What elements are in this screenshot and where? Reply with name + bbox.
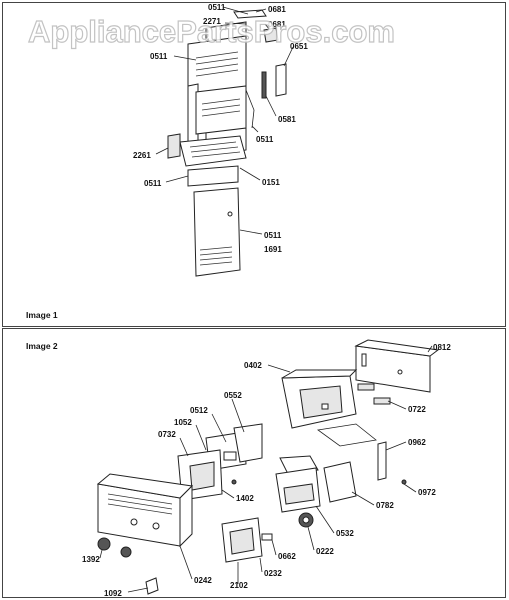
label-0402: 0402 <box>244 361 262 370</box>
image2-title: Image 2 <box>26 341 58 351</box>
image1-drawing <box>155 6 294 277</box>
label-0242: 0242 <box>194 576 212 585</box>
label-0962: 0962 <box>408 438 426 447</box>
label-1052: 1052 <box>174 418 192 427</box>
label-1092: 1092 <box>104 589 122 598</box>
label-0651: 0651 <box>290 42 308 51</box>
label-0232: 0232 <box>264 569 282 578</box>
label-0812: 0812 <box>433 343 451 352</box>
label-0511-d: 0511 <box>264 231 282 240</box>
watermark: AppliancePartsPros.com <box>28 14 395 49</box>
label-1392: 1392 <box>82 555 100 564</box>
label-0511-c: 0511 <box>144 179 162 188</box>
label-0681: 0681 <box>268 5 286 14</box>
image1-panel <box>2 2 506 327</box>
label-0222: 0222 <box>316 547 334 556</box>
label-2102: 2102 <box>230 581 248 590</box>
label-0782: 0782 <box>376 501 394 510</box>
label-0151: 0151 <box>262 178 280 187</box>
label-0681-b: 0681 <box>268 20 286 29</box>
label-2261: 2261 <box>133 151 151 160</box>
label-0511-a: 0511 <box>150 52 168 61</box>
label-0532: 0532 <box>336 529 354 538</box>
label-2271: 2271 <box>203 17 221 26</box>
label-0512: 0512 <box>190 406 208 415</box>
label-0972: 0972 <box>418 488 436 497</box>
image2-panel <box>2 328 506 598</box>
label-0511-top: 0511 <box>208 3 226 12</box>
label-0552: 0552 <box>224 391 242 400</box>
label-0722: 0722 <box>408 405 426 414</box>
label-0511-b: 0511 <box>256 135 274 144</box>
label-0662: 0662 <box>278 552 296 561</box>
label-0581: 0581 <box>278 115 296 124</box>
label-1691: 1691 <box>264 245 282 254</box>
image1-title: Image 1 <box>26 310 58 320</box>
label-1402: 1402 <box>236 494 254 503</box>
label-0732: 0732 <box>158 430 176 439</box>
image2-drawing <box>96 339 440 595</box>
